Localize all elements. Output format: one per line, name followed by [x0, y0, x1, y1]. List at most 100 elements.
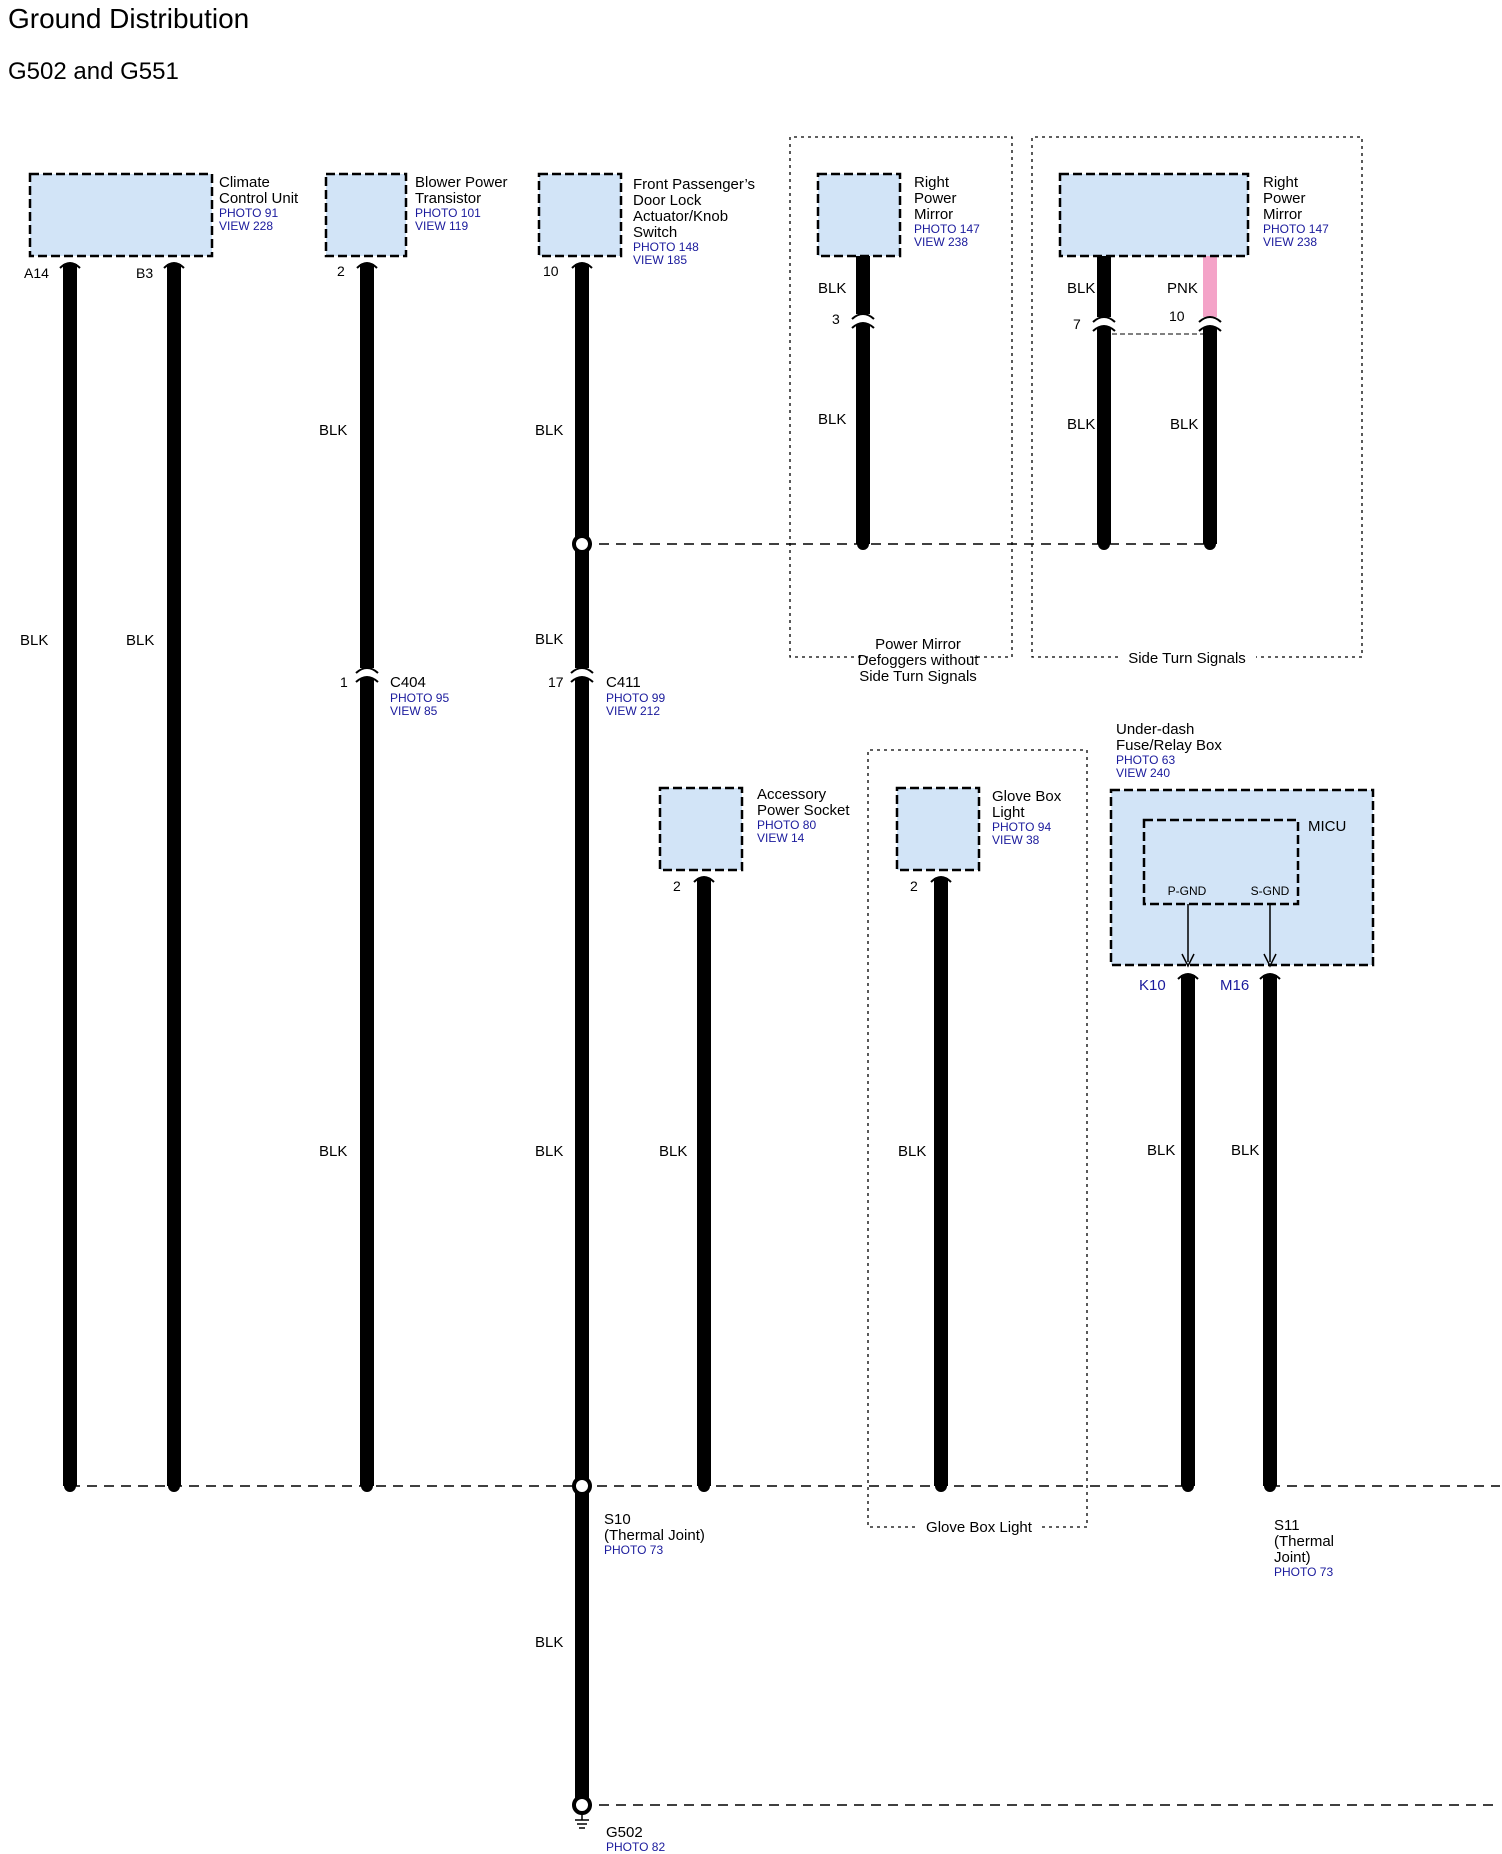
component-climate-control-unit [28, 172, 214, 258]
view-ref: VIEW 185 [633, 253, 687, 267]
splice-dot [935, 1480, 947, 1492]
pin-terminal [1177, 973, 1199, 980]
connector-break-c411 [569, 667, 595, 683]
pin-terminal [571, 262, 593, 269]
connector-break-c404 [354, 667, 380, 683]
component-name: Control Unit [219, 190, 299, 207]
wire-color-label: BLK [535, 422, 563, 439]
pin-label: 10 [543, 263, 559, 279]
pin-terminal [693, 876, 715, 883]
component-name: Switch [633, 224, 677, 241]
connector-break-mirror-b-right [1197, 316, 1223, 332]
component-glove-box-light [895, 786, 981, 872]
option-label-line: Power Mirror [875, 636, 961, 653]
pin-label: 1 [340, 674, 348, 690]
photo-ref: PHOTO 94 [992, 820, 1051, 834]
wire-climate-b3 [167, 264, 181, 1486]
wire-color-label: BLK [535, 1143, 563, 1160]
wire-fusebox-m16 [1263, 975, 1277, 1486]
pin-label: 10 [1169, 308, 1185, 324]
option-box-glove-box-light: Glove Box Light [867, 749, 1088, 1536]
wire-accessory [697, 878, 711, 1486]
view-ref: VIEW 228 [219, 219, 273, 233]
component-name: Mirror [914, 206, 953, 223]
page-title: Ground Distribution [8, 3, 249, 34]
micu-pin-label: S-GND [1251, 884, 1290, 898]
ground-icon [575, 1813, 589, 1829]
view-ref: VIEW 119 [415, 219, 468, 233]
component-blower-power-transistor [324, 172, 408, 258]
component-name: Power Socket [757, 802, 850, 819]
view-ref: VIEW 14 [757, 831, 805, 845]
wire-color-label: BLK [319, 422, 347, 439]
wire-blower [360, 264, 374, 1486]
view-ref: VIEW 238 [914, 235, 968, 249]
splice-dot [64, 1480, 76, 1492]
photo-ref: PHOTO 73 [1274, 1565, 1333, 1579]
component-accessory-power-socket [658, 786, 744, 872]
splice-name: S11 [1274, 1517, 1300, 1534]
option-label: Side Turn Signals [1128, 650, 1246, 667]
component-name: Accessory [757, 786, 827, 803]
photo-ref: PHOTO 99 [606, 691, 665, 705]
pin-label: B3 [136, 265, 153, 281]
component-name: Actuator/Knob [633, 208, 728, 225]
wire-color-label: BLK [818, 411, 846, 428]
pin-label: M16 [1220, 977, 1249, 994]
pin-terminal [1259, 973, 1281, 980]
splice-dot [698, 1480, 710, 1492]
component-name: Mirror [1263, 206, 1302, 223]
splice-desc: Joint) [1274, 1549, 1311, 1566]
component-name: Climate [219, 174, 270, 191]
pin-terminal [59, 262, 81, 269]
photo-ref: PHOTO 147 [914, 222, 980, 236]
component-name: Right [914, 174, 950, 191]
splice-node-mirror [572, 534, 592, 554]
splice-dot [857, 538, 869, 550]
pin-terminal [163, 262, 185, 269]
splice-desc: (Thermal Joint) [604, 1527, 705, 1544]
photo-ref: PHOTO 148 [633, 240, 699, 254]
connector-break-mirror-a [850, 313, 876, 329]
view-ref: VIEW 38 [992, 833, 1040, 847]
wire-color-label: BLK [535, 631, 563, 648]
component-name: Transistor [415, 190, 481, 207]
option-box-side-turn-signals: Side Turn Signals [1031, 136, 1363, 667]
view-ref: VIEW 238 [1263, 235, 1317, 249]
splice-node-g502 [572, 1795, 592, 1815]
wire-color-label: BLK [20, 632, 48, 649]
component-name: Blower Power [415, 174, 508, 191]
option-label-line: Side Turn Signals [859, 668, 977, 685]
wire-color-label: BLK [1067, 416, 1095, 433]
wire-color-label: BLK [659, 1143, 687, 1160]
wire-fusebox-k10 [1181, 975, 1195, 1486]
wire-color-label: PNK [1167, 280, 1198, 297]
component-door-lock-switch [537, 172, 623, 258]
wire-color-label: BLK [898, 1143, 926, 1160]
pin-label: 3 [832, 311, 840, 327]
component-name: Door Lock [633, 192, 702, 209]
connector-name: C411 [606, 674, 641, 691]
component-name: Power [914, 190, 957, 207]
photo-ref: PHOTO 101 [415, 206, 481, 220]
splice-dot [1264, 1480, 1276, 1492]
splice-name: S10 [604, 1511, 631, 1528]
wire-color-label: BLK [1231, 1142, 1259, 1159]
splice-dot [168, 1480, 180, 1492]
pin-label: 17 [548, 674, 564, 690]
option-label: Glove Box Light [926, 1519, 1033, 1536]
wire-mirror-b-right [1203, 327, 1217, 544]
connector-break-mirror-b-left [1091, 316, 1117, 332]
component-name: Under-dash [1116, 721, 1194, 738]
photo-ref: PHOTO 80 [757, 818, 816, 832]
photo-ref: PHOTO 73 [604, 1543, 663, 1557]
micu-pin-label: P-GND [1168, 884, 1207, 898]
wire-color-label: BLK [1147, 1142, 1175, 1159]
page-subtitle: G502 and G551 [8, 58, 179, 85]
component-name: Right [1263, 174, 1299, 191]
option-box-power-mirror: Power Mirror Defoggers without Side Turn… [789, 136, 1013, 685]
ground-name: G502 [606, 1824, 643, 1841]
wire-color-label: BLK [535, 1634, 563, 1651]
component-name: Power [1263, 190, 1306, 207]
pin-label: 2 [910, 878, 918, 894]
